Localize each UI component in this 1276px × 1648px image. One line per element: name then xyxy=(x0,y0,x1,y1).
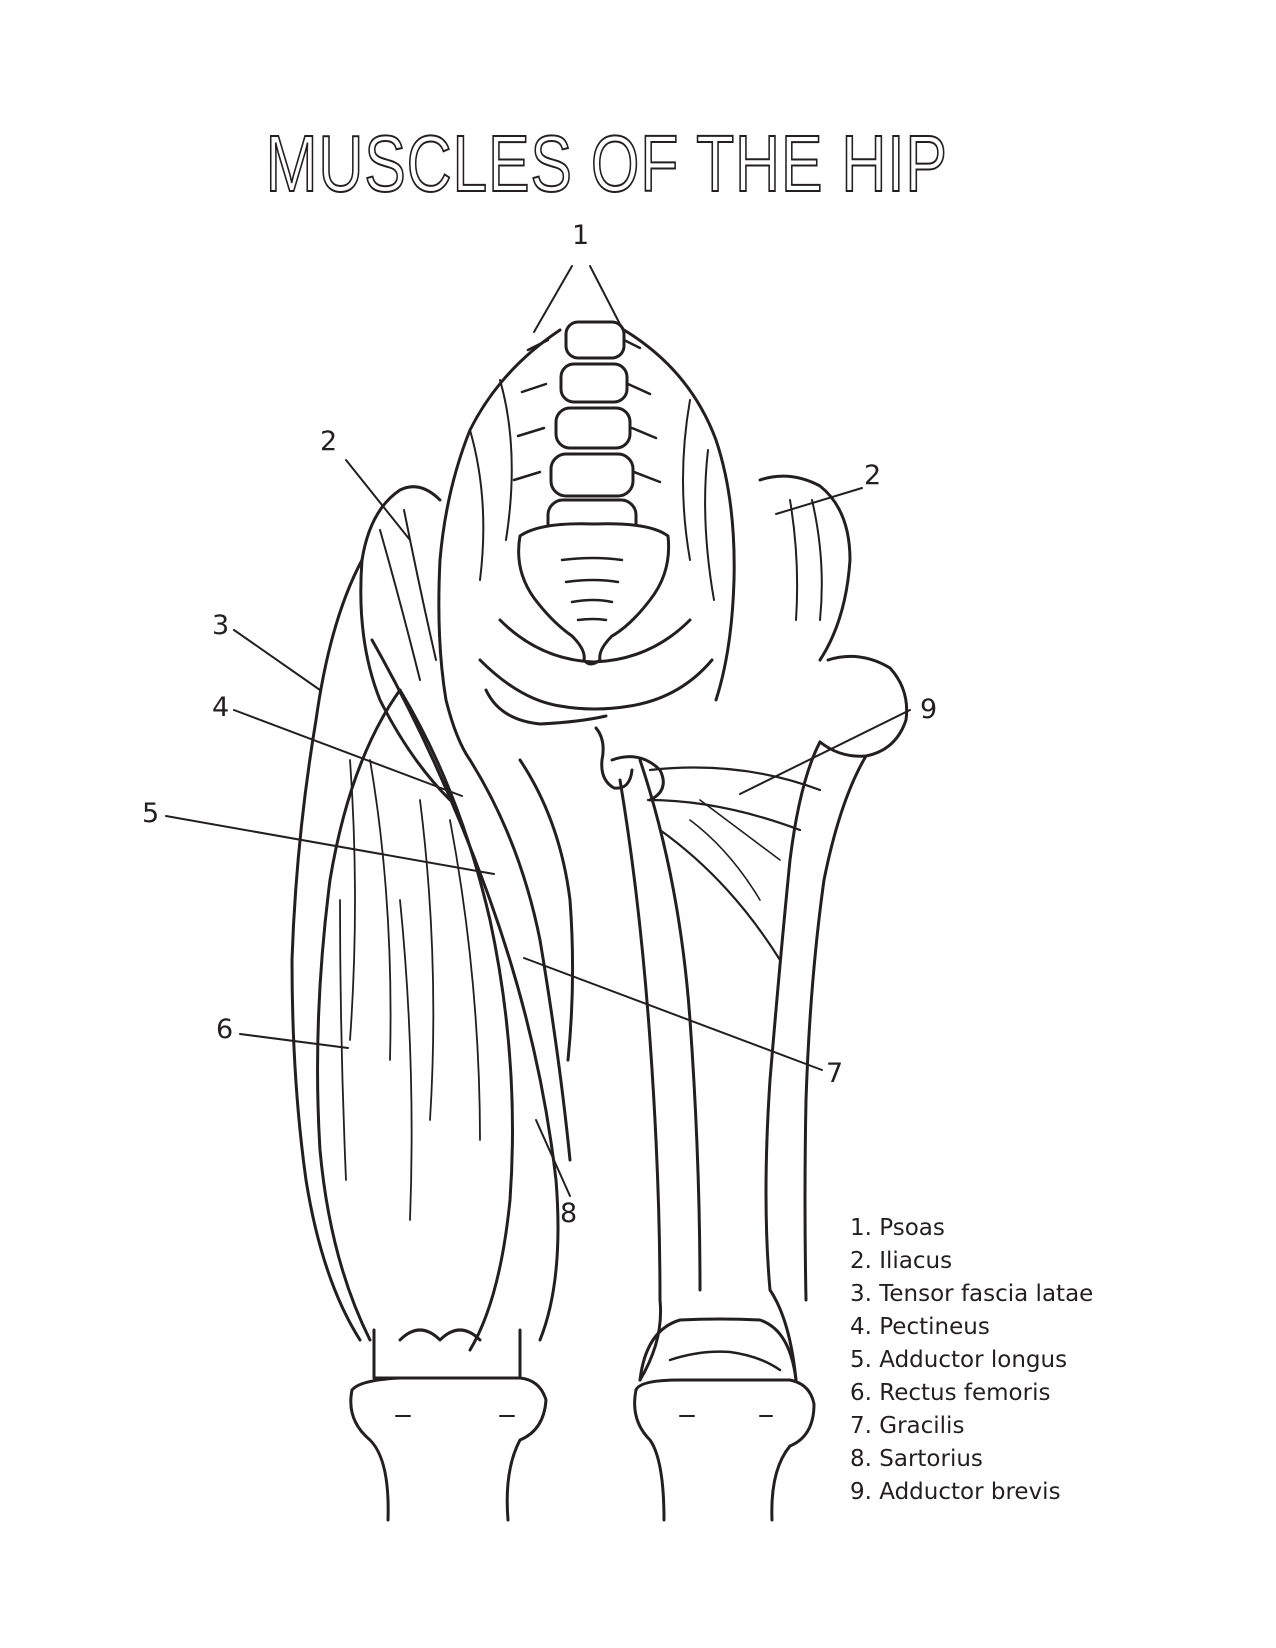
leader-line-6 xyxy=(239,1033,349,1049)
callout-leader-lines xyxy=(165,265,911,1197)
leader-line-4 xyxy=(233,709,463,797)
legend-item: 9. Adductor brevis xyxy=(850,1479,1061,1505)
callout-number-6: 6 xyxy=(216,1014,234,1045)
leader-line-2-right xyxy=(775,487,863,515)
muscle-legend: 1. Psoas 2. Iliacus 3. Tensor fascia lat… xyxy=(850,1212,1093,1509)
legend-item: 3. Tensor fascia latae xyxy=(850,1281,1094,1307)
pelvis-illustration xyxy=(478,618,714,802)
legend-item: 1. Psoas xyxy=(850,1215,945,1241)
iliacus-muscle-illustration xyxy=(359,474,852,802)
leader-line-1 xyxy=(533,265,625,333)
spine-illustration xyxy=(512,320,671,666)
callout-number-8: 8 xyxy=(560,1198,578,1229)
psoas-muscle-illustration xyxy=(437,328,736,762)
callout-number-5: 5 xyxy=(142,798,160,829)
legend-item: 4. Pectineus xyxy=(850,1314,990,1340)
page-title: MUSCLES OF THE HIP xyxy=(265,118,948,209)
callout-number-2-left: 2 xyxy=(320,426,338,457)
legend-item: 8. Sartorius xyxy=(850,1446,983,1472)
callout-number-4: 4 xyxy=(212,692,230,723)
leader-line-3 xyxy=(233,629,321,691)
callout-number-9: 9 xyxy=(920,694,938,725)
legend-item: 7. Gracilis xyxy=(850,1413,965,1439)
callout-number-7: 7 xyxy=(826,1058,844,1089)
leader-line-5 xyxy=(165,815,495,875)
leader-line-7 xyxy=(523,957,823,1071)
leader-line-9 xyxy=(739,709,911,795)
callout-number-3: 3 xyxy=(212,610,230,641)
leader-line-8 xyxy=(535,1119,571,1197)
knee-bones-illustration xyxy=(349,1376,816,1522)
callout-number-1: 1 xyxy=(572,220,590,251)
leader-line-2-left xyxy=(345,459,411,541)
legend-item: 6. Rectus femoris xyxy=(850,1380,1051,1406)
callout-number-2-right: 2 xyxy=(864,460,882,491)
left-thigh-muscles-illustration xyxy=(290,558,575,1380)
legend-item: 2. Iliacus xyxy=(850,1248,953,1274)
legend-item: 5. Adductor longus xyxy=(850,1347,1068,1373)
